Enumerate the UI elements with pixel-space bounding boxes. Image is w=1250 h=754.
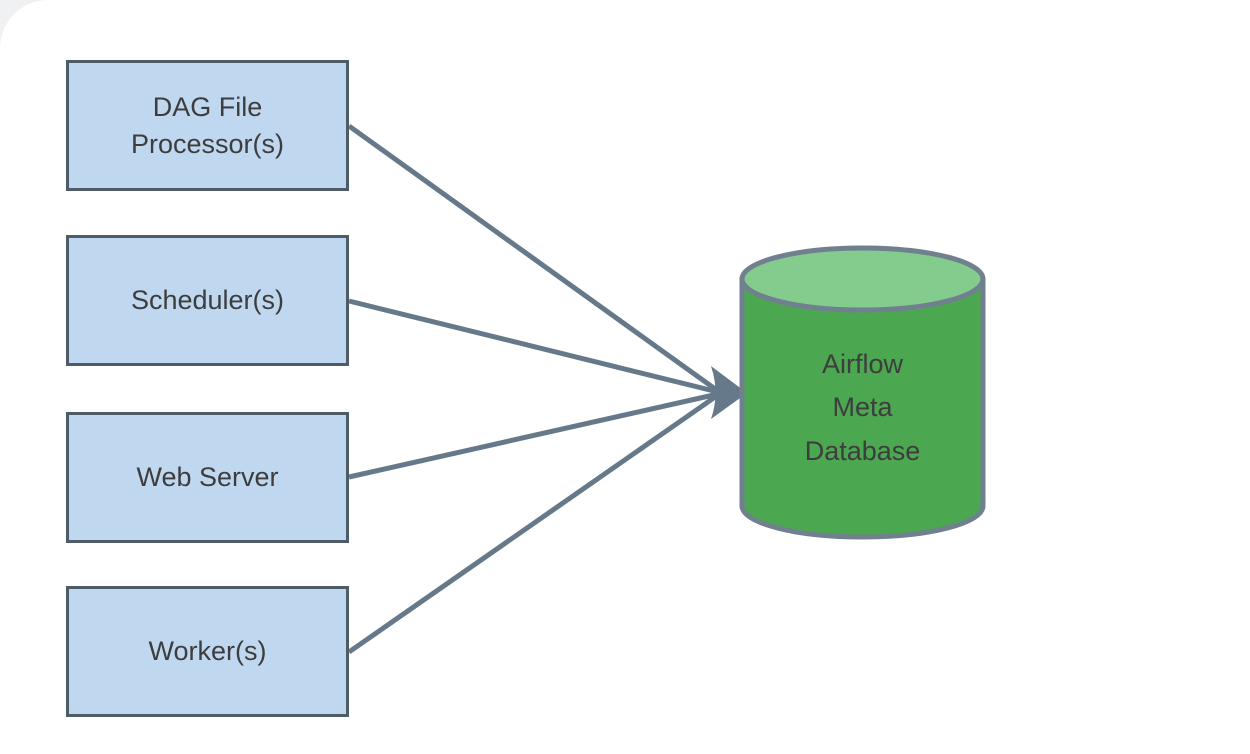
- node-airflow-meta-database-label: Airflow Meta Database: [804, 349, 921, 466]
- node-scheduler-label: Scheduler(s): [130, 285, 285, 316]
- node-web-server-label: Web Server: [136, 462, 279, 493]
- node-dag-file-processor: DAG File Processor(s): [66, 60, 349, 191]
- connector-dag-file-processor-to-database: [347, 123, 720, 394]
- node-dag-file-processor-label: DAG File Processor(s): [130, 92, 285, 159]
- connector-web-server-to-database: [348, 391, 719, 480]
- node-worker-label: Worker(s): [148, 636, 267, 667]
- node-web-server: Web Server: [66, 412, 349, 543]
- cylinder-top: [739, 245, 986, 313]
- node-scheduler: Scheduler(s): [66, 235, 349, 366]
- node-worker: Worker(s): [66, 586, 349, 717]
- connector-worker-to-database: [347, 392, 720, 655]
- connector-scheduler-to-database: [348, 298, 719, 395]
- arrowhead-icon: [711, 366, 747, 419]
- database-cylinder-shape: [739, 245, 986, 540]
